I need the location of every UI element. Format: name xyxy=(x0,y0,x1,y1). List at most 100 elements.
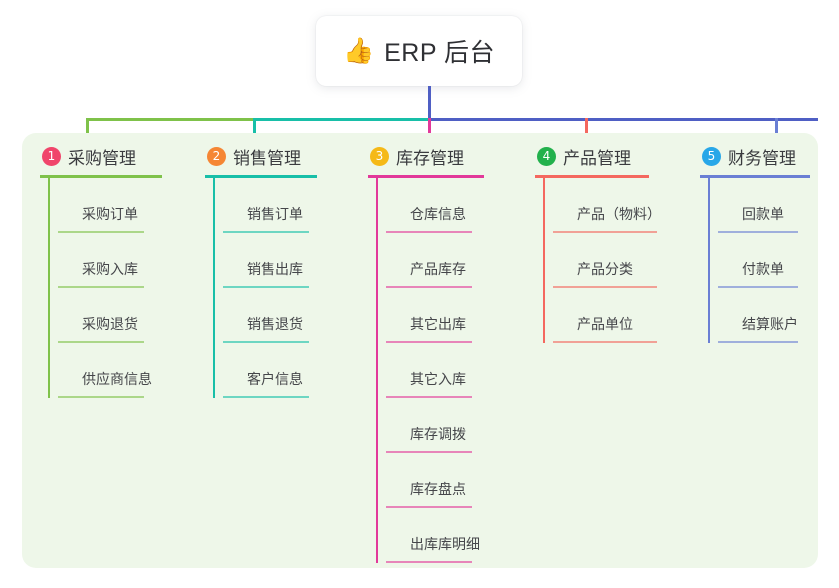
branch-item-rule xyxy=(386,341,472,343)
branch-item-label: 采购入库 xyxy=(82,261,138,277)
branch-title-rule xyxy=(205,175,317,178)
branch-spine xyxy=(48,178,50,398)
branch-item-rule xyxy=(386,506,472,508)
branch-number-badge: 5 xyxy=(702,146,721,166)
branch-title-rule xyxy=(535,175,649,178)
branch-item-rule xyxy=(223,286,309,288)
branch-title: 销售管理 xyxy=(233,148,301,168)
branch-number-badge: 2 xyxy=(207,146,226,166)
branch-item-label: 出库库明细 xyxy=(410,536,480,552)
branch-title: 产品管理 xyxy=(563,148,631,168)
branch-item-label: 产品库存 xyxy=(410,261,466,277)
branch-items: 产品（物料） 产品分类产品单位 xyxy=(535,178,661,343)
branch-header-1[interactable]: 1 采购管理 xyxy=(40,143,162,169)
bus-segment-2 xyxy=(253,118,429,121)
branch-item-label: 采购退货 xyxy=(82,316,138,332)
branch-column-1: 1 采购管理采购订单采购入库采购退货供应商信息 xyxy=(40,143,162,398)
branch-item-rule xyxy=(386,561,472,563)
branch-item-label: 其它入库 xyxy=(410,371,466,387)
branch-item-rule xyxy=(58,341,144,343)
branch-item-rule xyxy=(386,396,472,398)
root-node[interactable]: 👍 ERP 后台 xyxy=(316,16,522,86)
branch-item-label: 产品（物料） xyxy=(577,206,661,222)
branch-header-4[interactable]: 4 产品管理 xyxy=(535,143,649,169)
branch-item-label: 产品分类 xyxy=(577,261,633,277)
branch-item-rule xyxy=(553,231,657,233)
root-node-title: ERP 后台 xyxy=(384,39,496,67)
branch-item[interactable]: 产品分类 xyxy=(553,233,657,288)
branches-panel xyxy=(22,133,818,568)
branch-item-rule xyxy=(386,231,472,233)
branch-item-rule xyxy=(718,286,798,288)
branch-item-rule xyxy=(386,286,472,288)
branch-spine xyxy=(708,178,710,343)
branch-number-badge: 3 xyxy=(370,146,389,166)
branch-item[interactable]: 销售出库 xyxy=(223,233,317,288)
branch-item[interactable]: 销售订单 xyxy=(223,178,317,233)
branch-item-rule xyxy=(553,286,657,288)
branch-items: 采购订单采购入库采购退货供应商信息 xyxy=(40,178,162,398)
branch-items: 仓库信息产品库存其它出库其它入库库存调拨库存盘点出库库明细 xyxy=(368,178,484,563)
branch-item-rule xyxy=(58,396,144,398)
bus-segment-1 xyxy=(86,118,254,121)
branch-spine xyxy=(543,178,545,343)
branch-item-rule xyxy=(718,341,798,343)
branch-header-2[interactable]: 2 销售管理 xyxy=(205,143,317,169)
branch-title-rule xyxy=(700,175,810,178)
branch-title: 库存管理 xyxy=(396,148,464,168)
thumbs-up-icon: 👍 xyxy=(342,36,375,65)
branch-title-rule xyxy=(368,175,484,178)
branch-item-label: 结算账户 xyxy=(742,316,798,332)
branch-item[interactable]: 采购订单 xyxy=(58,178,162,233)
branch-item[interactable]: 采购退货 xyxy=(58,288,162,343)
bus-segment-3 xyxy=(428,118,818,121)
branch-item[interactable]: 回款单 xyxy=(718,178,810,233)
branch-item[interactable]: 库存盘点 xyxy=(386,453,484,508)
branch-item[interactable]: 产品（物料） xyxy=(553,178,661,233)
branch-item[interactable]: 其它入库 xyxy=(386,343,484,398)
branch-item[interactable]: 销售退货 xyxy=(223,288,317,343)
branch-item-rule xyxy=(58,286,144,288)
branch-item-label: 其它出库 xyxy=(410,316,466,332)
branch-number-badge: 1 xyxy=(42,146,61,166)
branch-spine xyxy=(213,178,215,398)
branch-item[interactable]: 采购入库 xyxy=(58,233,162,288)
branch-item[interactable]: 客户信息 xyxy=(223,343,317,398)
branch-item-label: 库存调拨 xyxy=(410,426,466,442)
branch-title: 采购管理 xyxy=(68,148,136,168)
branch-number-badge: 4 xyxy=(537,146,556,166)
branch-items: 销售订单销售出库销售退货客户信息 xyxy=(205,178,317,398)
branch-items: 回款单付款单结算账户 xyxy=(700,178,810,343)
branch-drop-connector-3 xyxy=(428,118,431,146)
branch-item-rule xyxy=(223,396,309,398)
branch-item[interactable]: 结算账户 xyxy=(718,288,810,343)
branch-item-label: 付款单 xyxy=(742,261,784,277)
branch-item-label: 销售订单 xyxy=(247,206,303,222)
branch-item-rule xyxy=(223,341,309,343)
branch-item-label: 回款单 xyxy=(742,206,784,222)
branch-item-rule xyxy=(58,231,144,233)
branch-item[interactable]: 产品库存 xyxy=(386,233,484,288)
branch-drop-connector-2 xyxy=(253,118,256,146)
branch-item-label: 库存盘点 xyxy=(410,481,466,497)
branch-column-3: 3 库存管理仓库信息产品库存其它出库其它入库库存调拨库存盘点出库库明细 xyxy=(368,143,484,563)
branch-item[interactable]: 库存调拨 xyxy=(386,398,484,453)
branch-spine xyxy=(376,178,378,563)
branch-item[interactable]: 其它出库 xyxy=(386,288,484,343)
branch-item-label: 产品单位 xyxy=(577,316,633,332)
branch-item[interactable]: 仓库信息 xyxy=(386,178,484,233)
branch-item-rule xyxy=(553,341,657,343)
branch-item[interactable]: 出库库明细 xyxy=(386,508,484,563)
branch-drop-connector-4 xyxy=(585,118,588,146)
branch-header-3[interactable]: 3 库存管理 xyxy=(368,143,484,169)
branch-item[interactable]: 供应商信息 xyxy=(58,343,162,398)
branch-item[interactable]: 产品单位 xyxy=(553,288,657,343)
branch-item-rule xyxy=(386,451,472,453)
branch-item-label: 采购订单 xyxy=(82,206,138,222)
branch-item[interactable]: 付款单 xyxy=(718,233,810,288)
branch-item-rule xyxy=(223,231,309,233)
branch-item-rule xyxy=(718,231,798,233)
